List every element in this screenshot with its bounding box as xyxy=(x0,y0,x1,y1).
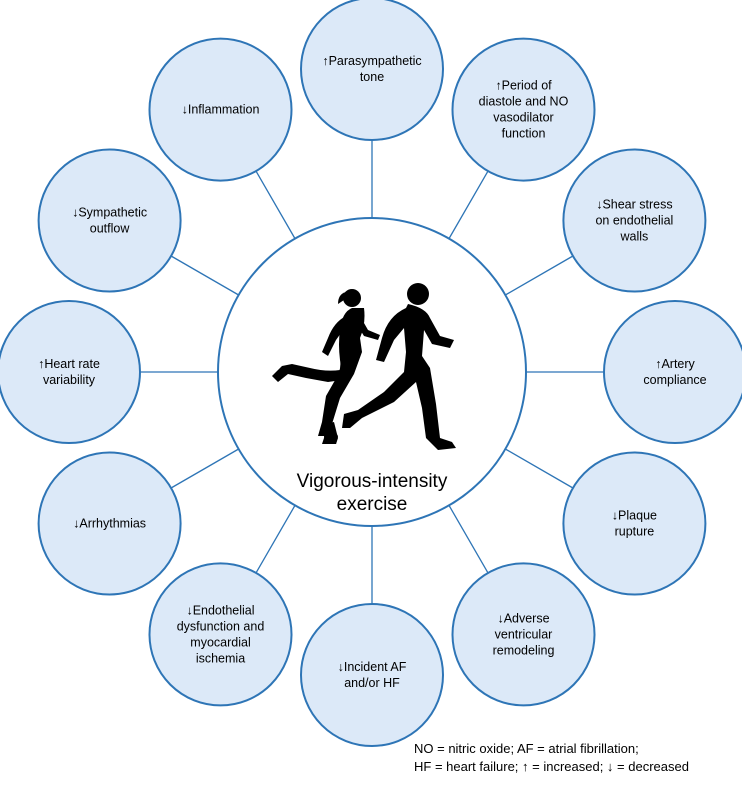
bubble-label-line: ↓Adverse xyxy=(497,611,549,625)
bubble-circle xyxy=(300,603,444,747)
center-title-line-1: Vigorous-intensity xyxy=(297,471,448,492)
bubble-arrhythmias: ↓Arrhythmias xyxy=(37,451,182,596)
center-circle xyxy=(217,217,527,527)
bubble-label-line: on endothelial xyxy=(595,214,673,228)
bubble-sympathetic-outflow: ↓Sympathetic outflow xyxy=(37,148,182,293)
bubble-label-line: ↑Parasympathetic xyxy=(322,54,421,68)
bubble-label-line: ↓Arrhythmias xyxy=(73,517,146,531)
footnote-line-1: NO = nitric oxide; AF = atrial fibrillat… xyxy=(414,741,639,756)
connector-shear-stress xyxy=(505,255,574,296)
bubble-circle xyxy=(148,37,293,182)
footnote: NO = nitric oxide; AF = atrial fibrillat… xyxy=(414,740,740,776)
bubble-heart-rate-variability: ↑Heart rate variability xyxy=(0,300,141,444)
bubble-label-line: ↑Heart rate xyxy=(38,357,100,371)
connector-inflammation xyxy=(255,170,296,239)
bubble-artery-compliance: ↑Artery compliance xyxy=(603,300,742,444)
bubble-circle xyxy=(562,148,707,293)
bubble-label-line: ↓Shear stress xyxy=(596,198,672,212)
connector-plaque-rupture xyxy=(505,448,574,489)
runners-icon xyxy=(272,283,456,450)
bubble-circle xyxy=(603,300,742,444)
bubble-label-line: variability xyxy=(43,373,96,387)
bubble-incident-af-hf: ↓Incident AF and/or HF xyxy=(300,603,444,747)
bubble-circle xyxy=(37,451,182,596)
bubble-label-line: ↓Plaque xyxy=(612,509,657,523)
center-title-line-2: exercise xyxy=(337,494,408,515)
bubble-label-line: ↓Inflammation xyxy=(182,103,260,117)
bubble-circle xyxy=(300,0,444,141)
bubble-adverse-ventricular-remodeling: ↓Adverse ventricular remodeling xyxy=(451,562,596,707)
bubble-circle xyxy=(148,562,293,707)
connector-lines xyxy=(140,140,604,604)
bubble-label-line: ↓Endothelial xyxy=(186,603,254,617)
bubble-circle xyxy=(562,451,707,596)
bubble-label-line: diastole and NO xyxy=(479,95,569,109)
bubble-circle xyxy=(451,37,596,182)
bubble-label-line: ischemia xyxy=(196,651,245,665)
bubble-label-line: and/or HF xyxy=(344,676,400,690)
bubble-inflammation: ↓Inflammation xyxy=(148,37,293,182)
connector-adverse-ventricular-remodeling xyxy=(448,505,489,574)
bubble-label-line: tone xyxy=(360,70,384,84)
connector-diastole-no-vasodilator xyxy=(448,170,489,239)
bubble-label-line: ↑Period of xyxy=(495,79,552,93)
bubble-circle xyxy=(37,148,182,293)
bubble-label-line: ↑Artery xyxy=(655,357,695,371)
bubble-plaque-rupture: ↓Plaque rupture xyxy=(562,451,707,596)
bubble-shear-stress: ↓Shear stress on endothelial walls xyxy=(562,148,707,293)
bubble-label-line: compliance xyxy=(643,373,706,387)
bubble-label-line: ventricular xyxy=(495,627,553,641)
bubble-label-line: vasodilator xyxy=(493,111,553,125)
bubble-circle xyxy=(0,300,141,444)
connector-endothelial-dysfunction xyxy=(255,505,296,574)
bubble-label-line: ↓Sympathetic xyxy=(72,206,147,220)
connector-sympathetic-outflow xyxy=(170,255,239,296)
bubble-label-line: ↓Incident AF xyxy=(338,660,407,674)
bubble-label-line: outflow xyxy=(90,222,131,236)
outcome-bubbles: ↑Parasympathetic tone ↑Period of diastole a… xyxy=(0,0,742,747)
bubble-label-line: myocardial xyxy=(190,635,250,649)
bubble-label-line: remodeling xyxy=(493,643,555,657)
bubble-endothelial-dysfunction: ↓Endothelial dysfunction and myocardial isc… xyxy=(148,562,293,707)
bubble-label-line: dysfunction and xyxy=(177,619,265,633)
bubble-label-line: rupture xyxy=(615,525,655,539)
bubble-diastole-no-vasodilator: ↑Period of diastole and NO vasodilator func… xyxy=(451,37,596,182)
bubble-circle xyxy=(451,562,596,707)
footnote-line-2: HF = heart failure; ↑ = increased; ↓ = d… xyxy=(414,759,689,774)
bubble-label-line: walls xyxy=(620,230,649,244)
connector-arrhythmias xyxy=(170,448,239,489)
bubble-label-line: function xyxy=(502,127,546,141)
center-hub: Vigorous-intensity exercise xyxy=(217,217,527,527)
bubble-parasympathetic-tone: ↑Parasympathetic tone xyxy=(300,0,444,141)
